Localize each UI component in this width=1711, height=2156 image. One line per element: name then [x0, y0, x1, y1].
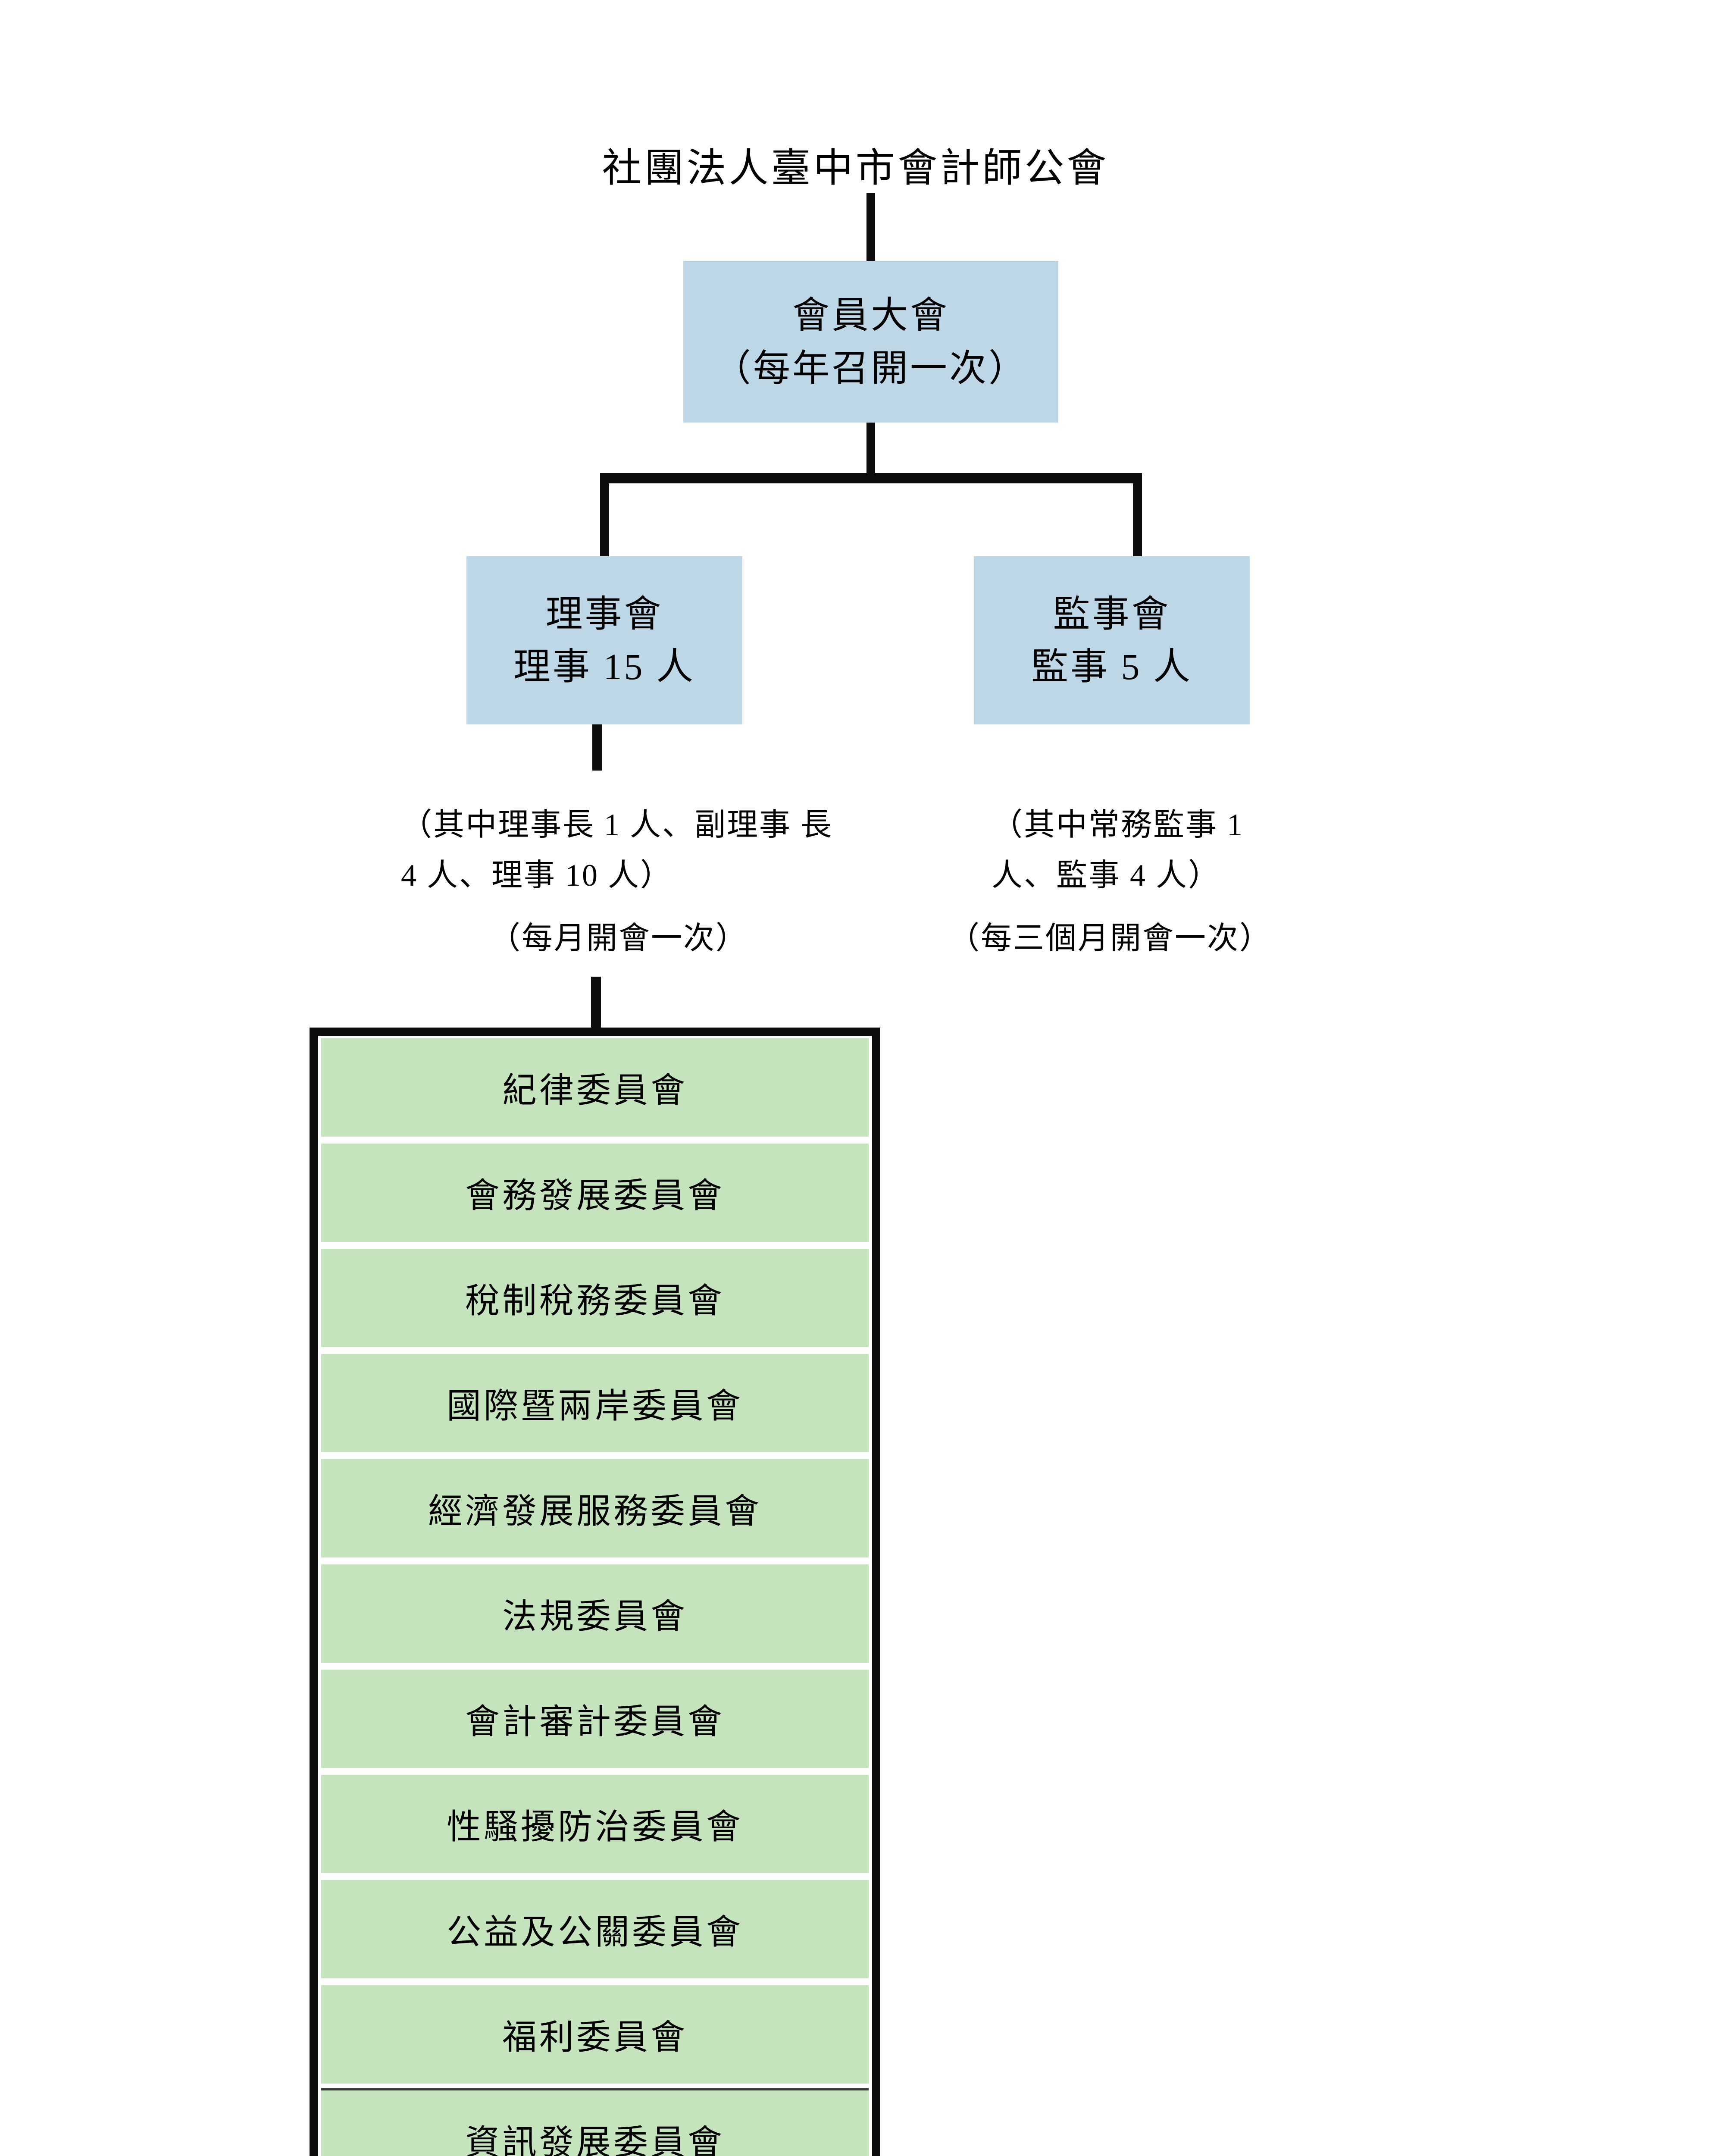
- directors-composition-line2: 長 4 人、理事 10 人）: [401, 808, 833, 893]
- directors-annotation: （其中理事長 1 人、副理事 長 4 人、理事 10 人） （每月開會一次）: [401, 800, 836, 964]
- page-title: 社團法人臺中市會計師公會: [602, 146, 1109, 190]
- connector-directors-down: [592, 724, 602, 771]
- committee-item[interactable]: 資訊發展委員會: [321, 2088, 869, 2156]
- connector-assembly-down: [866, 422, 875, 473]
- committee-panel: 紀律委員會 會務發展委員會 稅制稅務委員會 國際暨兩岸委員會 經濟發展服務委員會…: [310, 1028, 880, 2156]
- committee-item[interactable]: 國際暨兩岸委員會: [321, 1354, 869, 1452]
- node-member-assembly[interactable]: 會員大會 （每年召開一次）: [683, 261, 1058, 423]
- committee-item[interactable]: 公益及公關委員會: [321, 1880, 869, 1978]
- supervisors-frequency: （每三個月開會一次）: [948, 921, 1272, 956]
- committee-item[interactable]: 會計審計委員會: [321, 1670, 869, 1768]
- directors-frequency: （每月開會一次）: [489, 921, 748, 956]
- assembly-name: 會員大會: [792, 295, 949, 336]
- committee-item[interactable]: 紀律委員會: [321, 1038, 869, 1137]
- connector-horizontal-split-bar: [600, 473, 1142, 483]
- supervisors-annotation: （其中常務監事 1 人、監事 4 人） （每三個月開會一次）: [948, 800, 1285, 964]
- committee-item[interactable]: 會務發展委員會: [321, 1144, 869, 1242]
- connector-to-supervisors: [1133, 473, 1142, 558]
- supervisors-composition-line2: 人、監事 4 人）: [992, 858, 1221, 893]
- committee-item[interactable]: 法規委員會: [321, 1564, 869, 1663]
- node-board-of-supervisors[interactable]: 監事會 監事 5 人: [974, 556, 1250, 724]
- connector-title-to-assembly: [866, 193, 875, 262]
- connector-to-committee-panel: [591, 977, 601, 1028]
- committee-item[interactable]: 性騷擾防治委員會: [321, 1775, 869, 1873]
- supervisors-composition-line1: （其中常務監事 1: [992, 808, 1244, 842]
- directors-detail: 理事 15 人: [513, 646, 695, 687]
- directors-composition-line1: （其中理事長 1 人、副理事: [401, 808, 792, 842]
- committee-item[interactable]: 稅制稅務委員會: [321, 1249, 869, 1347]
- node-board-of-directors[interactable]: 理事會 理事 15 人: [466, 556, 742, 724]
- supervisors-name: 監事會: [1053, 593, 1171, 635]
- committee-item[interactable]: 經濟發展服務委員會: [321, 1459, 869, 1557]
- directors-name: 理事會: [545, 593, 663, 635]
- committee-item[interactable]: 福利委員會: [321, 1985, 869, 2084]
- assembly-detail: （每年召開一次）: [714, 347, 1028, 389]
- supervisors-detail: 監事 5 人: [1031, 646, 1192, 687]
- connector-to-directors: [600, 473, 609, 558]
